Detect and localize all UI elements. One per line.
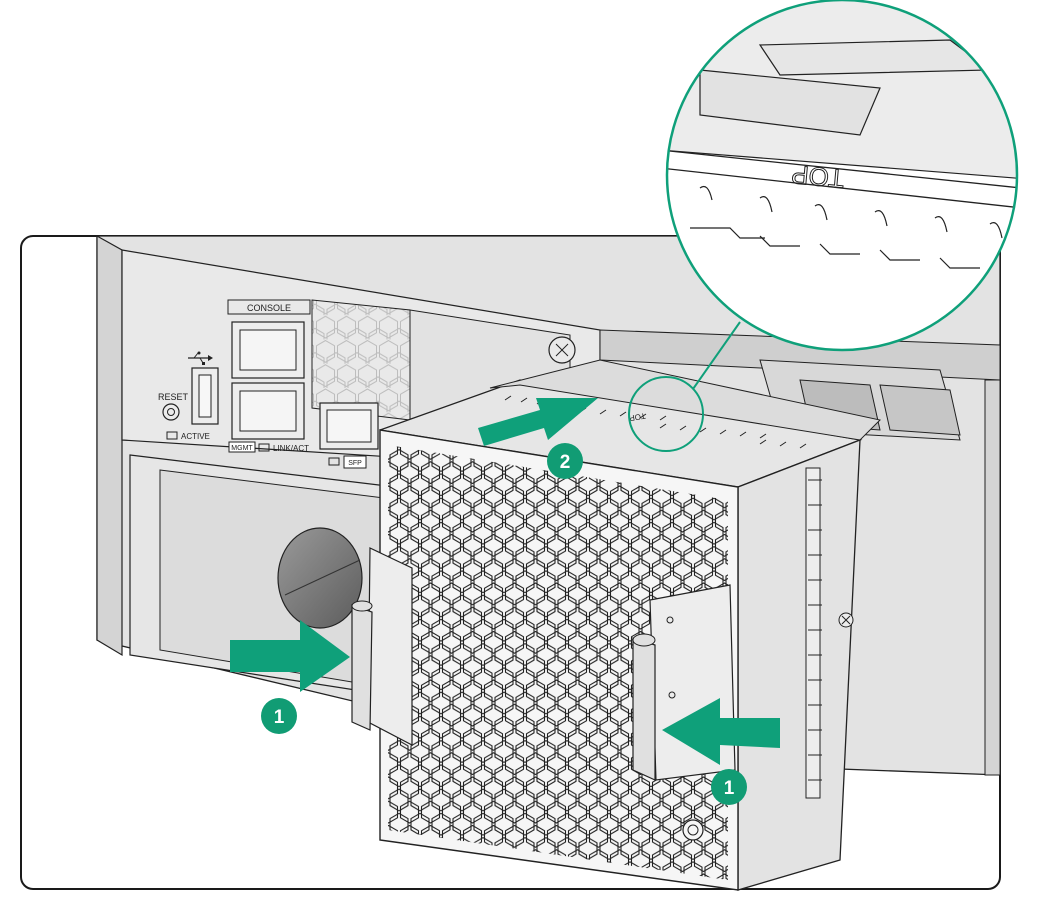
magnified-detail: TOP xyxy=(665,0,1019,352)
reset-label: RESET xyxy=(158,392,189,402)
detail-callout-leader xyxy=(692,321,741,390)
left-handle xyxy=(351,547,413,746)
step-number-1-right: 1 xyxy=(724,778,735,799)
step-number-2: 2 xyxy=(560,452,571,473)
magnified-fins xyxy=(690,185,1003,269)
panel-vent xyxy=(311,299,411,421)
fan-module: TOP xyxy=(351,359,882,891)
reset-group: RESET ACTIVE xyxy=(158,392,210,441)
console-label: CONSOLE xyxy=(247,303,291,313)
module-top-label-small: TOP xyxy=(629,411,647,423)
step-number-1-left: 1 xyxy=(274,707,285,728)
console-group: CONSOLE MGMT LINK/ACT xyxy=(227,299,311,453)
active-led xyxy=(166,431,178,440)
arrow-step2 xyxy=(478,398,598,446)
usb-icon xyxy=(188,351,213,365)
arrow-step1-left xyxy=(230,620,350,692)
sfp-group: SFP xyxy=(319,402,379,469)
top-marking: TOP xyxy=(790,159,845,194)
arrow-step1-right xyxy=(662,698,780,765)
mgmt-label: MGMT xyxy=(231,445,253,452)
sfp-led xyxy=(328,457,340,466)
module-side-rail xyxy=(805,467,822,799)
reset-button xyxy=(162,403,180,421)
usb-group xyxy=(188,351,219,425)
module-front-indicator xyxy=(682,819,704,841)
detail-callout-circle xyxy=(628,376,704,452)
step-badge-1-right: 1 xyxy=(711,769,747,805)
active-label: ACTIVE xyxy=(181,432,210,441)
step-badge-2: 2 xyxy=(547,443,583,479)
link-label: LINK/ACT xyxy=(273,444,309,453)
sfp-label: SFP xyxy=(348,460,362,467)
link-led xyxy=(258,443,270,452)
step-badge-1-left: 1 xyxy=(261,698,297,734)
module-side xyxy=(737,439,861,891)
blank-hole xyxy=(277,527,363,629)
